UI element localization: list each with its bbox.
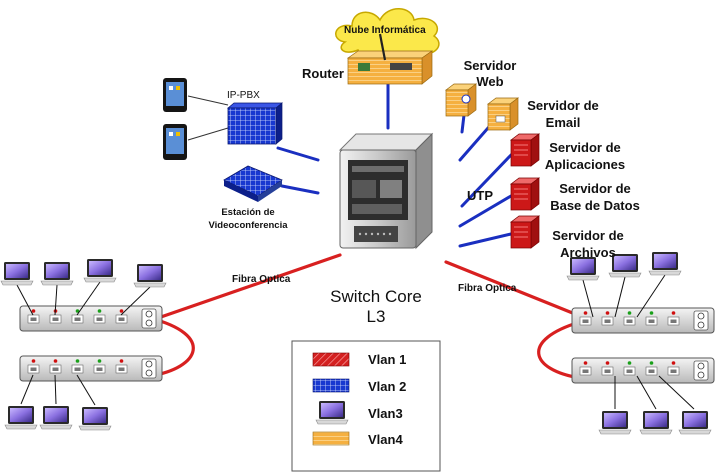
legend-swatch-vlan4 — [312, 431, 350, 446]
web-server-label-line2: Web — [476, 74, 504, 89]
utp-label: UTP — [467, 188, 493, 203]
db-server-label-line2: Base de Datos — [550, 198, 640, 213]
server-icon — [487, 97, 519, 131]
web-server-label: Servidor Web — [452, 58, 528, 90]
legend-label-vlan2: Vlan 2 — [368, 379, 407, 394]
server-icon — [510, 133, 540, 167]
laptop-icon — [40, 261, 74, 286]
laptop-icon — [639, 410, 673, 435]
legend-label-vlan4: Vlan4 — [368, 432, 403, 447]
email-server-label-line2: Email — [545, 115, 581, 130]
laptop-icon — [133, 263, 167, 288]
legend-label-vlan1: Vlan 1 — [368, 352, 407, 367]
tablet-icon — [163, 124, 187, 160]
access-switch-icon — [572, 358, 714, 383]
tablet-icon — [163, 78, 187, 112]
email-server-label-line1: Servidor de — [527, 98, 599, 113]
laptop-icon — [39, 405, 73, 430]
video-station-label-line1: Estación de — [221, 207, 275, 218]
switch-core-icon — [338, 132, 434, 250]
cloud-label: Nube Informática — [344, 25, 426, 36]
legend-label-vlan3: Vlan3 — [368, 406, 403, 421]
pbx-icon — [227, 102, 283, 145]
files-server-label-line1: Servidor de — [552, 228, 624, 243]
apps-server-label: Servidor de Aplicaciones — [539, 139, 631, 173]
laptop-icon — [4, 405, 38, 430]
ippbx-label: IP-PBX — [227, 90, 260, 101]
video-station-icon — [223, 165, 283, 202]
fiber-left-label: Fibra Optica — [232, 274, 291, 285]
web-server-label-line1: Servidor — [463, 58, 517, 73]
video-station-label-line2: Videoconferencia — [208, 220, 288, 231]
server-icon — [510, 215, 540, 249]
laptop-icon — [678, 410, 712, 435]
server-icon — [510, 177, 540, 211]
laptop-links — [16, 274, 695, 410]
access-switch-icon — [20, 356, 162, 381]
legend-swatch-vlan3 — [315, 400, 349, 425]
files-server-label-line2: Archivos — [560, 245, 616, 260]
apps-server-label-line2: Aplicaciones — [544, 157, 626, 172]
router-icon — [346, 33, 434, 85]
switch-core-label-line1: Switch Core — [330, 287, 422, 306]
files-server-label: Servidor de Archivos — [544, 227, 632, 261]
laptop-icon — [78, 406, 112, 431]
email-server-label: Servidor de Email — [521, 97, 605, 131]
laptop-icon — [0, 261, 34, 286]
video-station-label: Estación de Videoconferencia — [202, 206, 294, 232]
router-label: Router — [302, 66, 344, 81]
db-server-label: Servidor de Base de Datos — [544, 180, 646, 214]
legend — [291, 340, 441, 472]
laptop-icon — [83, 258, 117, 283]
fiber-right-label: Fibra Optica — [458, 283, 517, 294]
access-switch-icon — [572, 308, 714, 333]
switch-core-label: Switch Core L3 — [326, 287, 426, 327]
laptop-icon — [598, 410, 632, 435]
switch-core-label-line2: L3 — [366, 307, 386, 326]
apps-server-label-line1: Servidor de — [549, 140, 621, 155]
laptop-icon — [648, 251, 682, 276]
pbx-phone-links — [187, 95, 229, 141]
access-switch-icon — [20, 306, 162, 331]
legend-swatch-vlan2 — [312, 378, 350, 393]
server-icon — [445, 83, 477, 117]
fiber-links — [148, 253, 582, 380]
legend-swatch-vlan1 — [312, 352, 350, 367]
db-server-label-line1: Servidor de — [559, 181, 631, 196]
